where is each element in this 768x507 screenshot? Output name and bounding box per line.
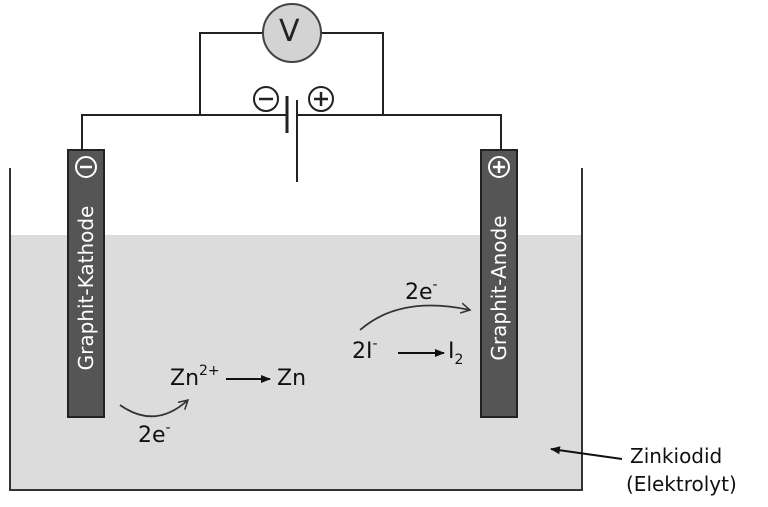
wire-cathode <box>81 114 287 150</box>
zn-ion-symbol: Zn <box>170 366 200 391</box>
zn-ion-charge: 2+ <box>199 363 220 379</box>
anode-product: I2 <box>448 339 463 368</box>
iodine-symbol: I <box>448 339 455 364</box>
voltmeter-label: V <box>279 14 300 49</box>
electrolyte-label-line2: (Elektrolyt) <box>626 472 737 496</box>
iodine-subscript: 2 <box>454 352 464 368</box>
anode-electrons-text: 2e <box>405 280 433 305</box>
anode-electron-arrow <box>359 302 472 331</box>
wire-voltmeter <box>199 32 384 115</box>
battery-positive-sign <box>308 86 334 112</box>
cathode-label: Graphit-Kathode <box>74 205 98 371</box>
cathode-electrode <box>67 149 105 418</box>
anode-electron-charge: - <box>432 277 438 293</box>
battery-negative-sign <box>253 86 279 112</box>
beaker <box>9 168 583 491</box>
anode-electrode <box>480 149 518 418</box>
cathode-electron-charge: - <box>165 420 171 436</box>
cathode-minus-sign <box>75 156 97 178</box>
cathode-electron-arrow <box>119 398 190 418</box>
cathode-product: Zn <box>277 366 307 391</box>
cathode-electrons-text: 2e <box>138 423 166 448</box>
wire-anode <box>297 114 502 150</box>
electrolyte-pointer-arrow <box>550 446 623 460</box>
voltmeter <box>262 3 322 63</box>
anode-plus-sign <box>488 156 510 178</box>
iodide-symbol: 2I <box>352 339 373 364</box>
anode-electrons: 2e- <box>405 277 438 305</box>
cathode-reactant: Zn2+ <box>170 363 220 391</box>
cathode-electrons: 2e- <box>138 420 171 448</box>
electrolyte-label-line1: Zinkiodid <box>630 444 723 468</box>
iodide-charge: - <box>372 336 378 352</box>
anode-reactant: 2I- <box>352 336 378 364</box>
anode-label: Graphit-Anode <box>487 215 511 361</box>
